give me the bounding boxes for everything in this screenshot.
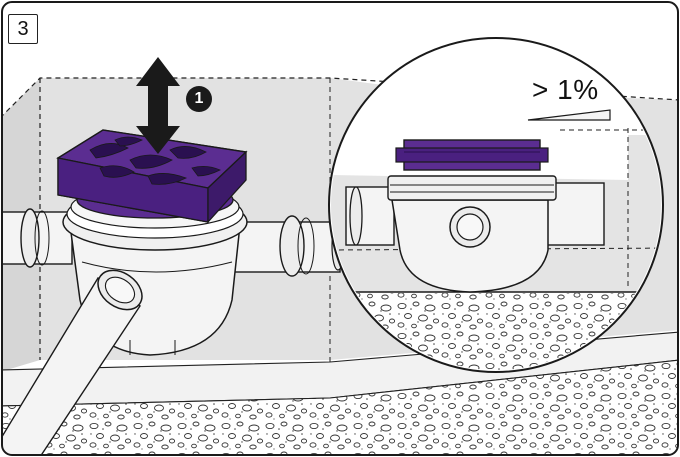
up-down-arrow-icon: [136, 57, 180, 154]
detail-drain: [345, 139, 605, 293]
outlet-pipe: [2, 269, 143, 455]
wall-top-dashed: [2, 77, 678, 119]
purple-grate: [56, 129, 248, 224]
step-number-badge: 3: [8, 14, 38, 44]
slope-label: > 1%: [532, 74, 599, 105]
gravel-bed: [2, 359, 678, 455]
side-pipe-left: [2, 208, 73, 268]
numbered-callout-icon: 1: [186, 86, 212, 112]
